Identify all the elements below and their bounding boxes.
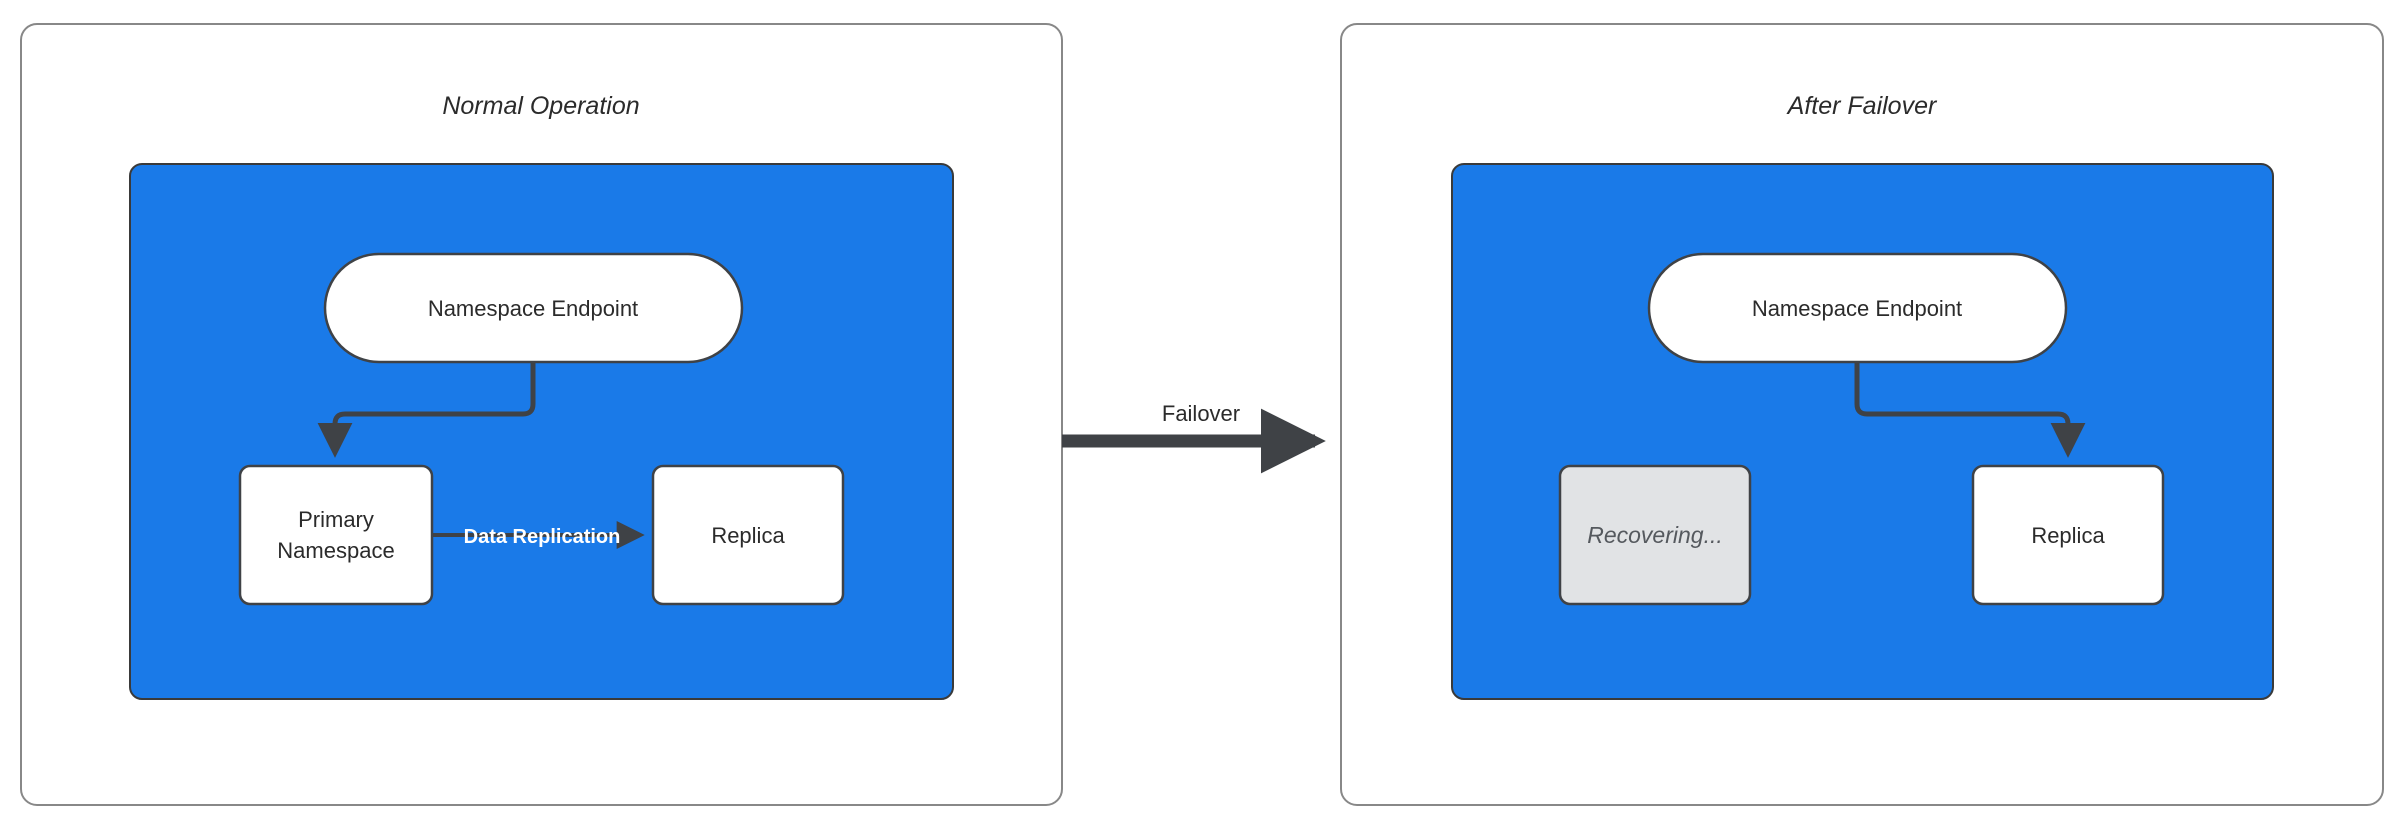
node-replica-right-shape [1971, 464, 2165, 606]
node-namespace-endpoint-right-shape [1647, 252, 2068, 364]
node-recovering-label: Recovering... [1587, 522, 1723, 548]
node-primary-namespace-shape [238, 464, 434, 606]
cluster-after-failover [1451, 163, 2274, 700]
node-primary-namespace[interactable]: Primary Namespace [238, 464, 434, 606]
panel-normal-operation: Normal Operation Data Replication Namesp… [20, 23, 1063, 806]
panel-after-failover-title: After Failover [1786, 92, 1938, 120]
node-recovering-shape [1558, 464, 1752, 606]
node-replica-right[interactable]: Replica [1971, 464, 2165, 606]
edge-endpoint-to-replica [1854, 362, 2086, 458]
node-recovering[interactable]: Recovering... [1558, 464, 1752, 606]
edge-endpoint-to-primary [317, 362, 536, 458]
node-replica-left[interactable]: Replica [651, 464, 845, 606]
node-namespace-endpoint-right-label: Namespace Endpoint [1752, 296, 1962, 321]
node-namespace-endpoint-right[interactable]: Namespace Endpoint [1647, 252, 2068, 364]
cluster-normal-operation [129, 163, 954, 700]
node-namespace-endpoint-left[interactable]: Namespace Endpoint [323, 252, 744, 364]
node-replica-right-label: Replica [2031, 523, 2105, 548]
transition-failover: Failover [1062, 401, 1326, 474]
node-primary-namespace-label-line1: Primary [298, 507, 374, 532]
failover-arrow-label: Failover [1162, 401, 1240, 426]
node-replica-left-shape [651, 464, 845, 606]
edge-label-data-replication: Data Replication [464, 526, 621, 548]
node-primary-namespace-label-line2: Namespace [277, 538, 394, 563]
panel-normal-operation-title: Normal Operation [442, 92, 639, 120]
node-namespace-endpoint-left-label: Namespace Endpoint [428, 296, 638, 321]
panel-after-failover: After Failover Namespace Endpoint Recove… [1340, 23, 2384, 806]
node-namespace-endpoint-left-shape [323, 252, 744, 364]
node-replica-left-label: Replica [711, 523, 785, 548]
